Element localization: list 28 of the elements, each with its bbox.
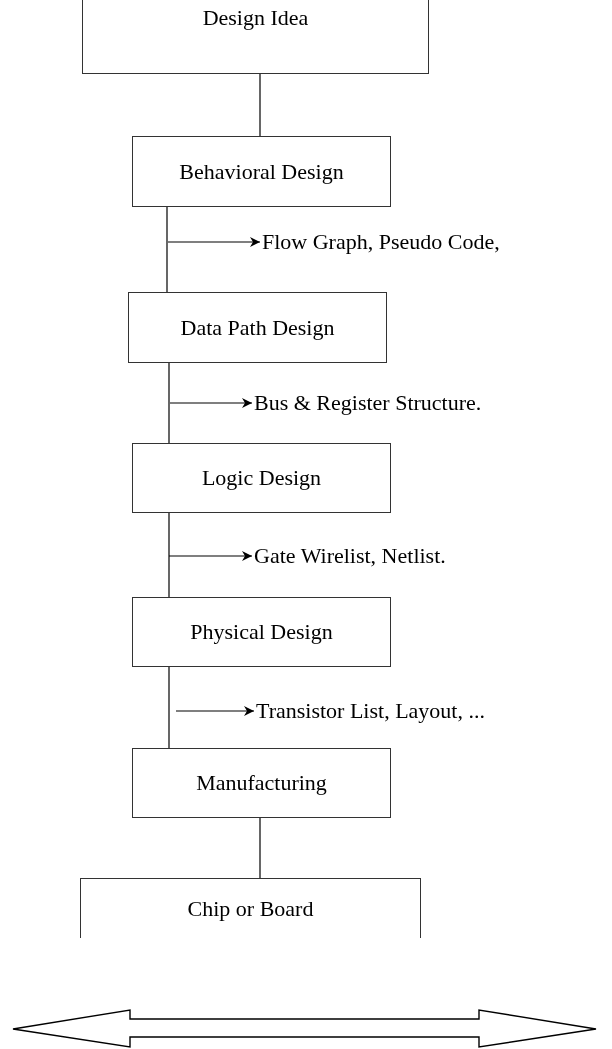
process-box [132,597,391,667]
output-label: Gate Wirelist, Netlist. [254,542,554,570]
connector-line [259,817,261,879]
output-label: Bus & Register Structure. [254,389,604,417]
box-label: Behavioral Design [179,158,344,185]
arrow [167,237,261,247]
output-label: Transistor List, Layout, ... [256,697,606,725]
process-box [132,443,391,513]
box-label: Design Idea [202,4,309,31]
connector-line [168,512,170,598]
connector-line [259,73,261,137]
arrow [175,706,255,716]
box-label: Data Path Design [180,314,335,341]
connector-line [168,362,170,444]
process-box [82,0,429,74]
arrow [169,398,253,408]
box-label: Physical Design [190,619,333,645]
process-box [132,136,391,207]
process-box [132,748,391,818]
process-box [128,292,387,363]
arrow [168,551,253,561]
box-label: Manufacturing [196,770,327,796]
box-label: Chip or Board [187,895,314,922]
process-box [80,878,421,938]
output-label: Flow Graph, Pseudo Code, [262,228,610,256]
connector-line [168,666,170,749]
connector-line [166,206,168,293]
box-label: Logic Design [201,465,322,491]
